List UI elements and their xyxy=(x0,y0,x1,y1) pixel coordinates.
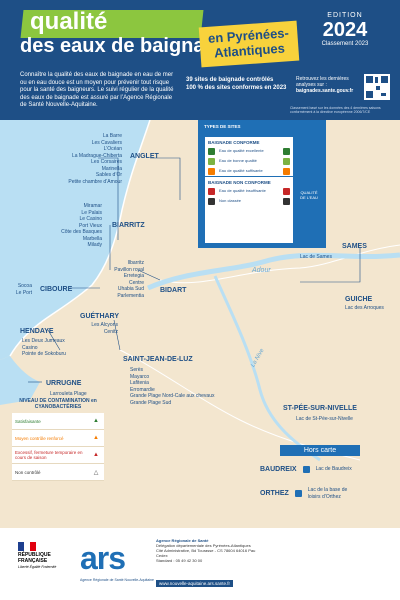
off-map-orthez: ORTHEZ Lac de la base de loisirs d’Orthe… xyxy=(260,487,348,500)
latest-analyses: Retrouvez les dernières analyses sur : b… xyxy=(296,76,362,94)
lake-icon xyxy=(302,466,310,473)
contamination-row: Moyen contrôle renforcé ▲ xyxy=(12,430,104,447)
lake-icon xyxy=(294,490,302,497)
road-line xyxy=(159,244,400,284)
stat-sites: 39 sites de baignade contrôlés xyxy=(186,77,274,83)
legend-conform-title: BAIGNADE CONFORME xyxy=(208,140,260,145)
legend-row-excellent: Eau de qualité excellente xyxy=(205,146,293,156)
triangle-red-icon: ▲ xyxy=(93,452,99,458)
city-guethary: GUÉTHARY xyxy=(80,313,120,320)
contamination-row: Excessif, fermeture temporaire en cours … xyxy=(12,447,104,464)
city-bidart: BIDART xyxy=(160,287,187,294)
adour-river xyxy=(147,252,400,291)
flag-icon xyxy=(18,542,36,551)
legend-row-sufficient: Eau de qualité suffisante xyxy=(205,166,293,176)
legend-panel: TYPES DE SITES BAIGNADE CONFORME Eau de … xyxy=(198,120,326,248)
footer: RÉPUBLIQUE FRANÇAISE Liberté Égalité Fra… xyxy=(0,528,400,600)
sea-area xyxy=(0,120,150,360)
ars-logo: ars xyxy=(80,540,126,576)
page-subtitle: des eaux de baignade xyxy=(20,35,228,57)
legend-row-insufficient: Eau de qualité insuffisante xyxy=(205,186,293,196)
beach-list-sjdl: Serès Mayarco Lafitenia Erromardie Grand… xyxy=(130,367,215,406)
river-adour-label: Adour xyxy=(252,267,271,274)
stats-block: 39 sites de baignade contrôlés 100 % des… xyxy=(186,76,291,92)
bay-area xyxy=(0,356,40,405)
leader-line xyxy=(47,329,61,351)
quality-axis-label: QUALITÉ DE L’EAU xyxy=(300,190,318,200)
sea-notclassified-icon xyxy=(208,197,215,205)
beach-list-ciboure: Socoa Le Port xyxy=(15,283,32,296)
off-map-panel: Hors carte BAUDREIX Lac de Baudreix ORTH… xyxy=(260,445,380,500)
beach-list-guiche: Lac des Arroques xyxy=(345,305,384,311)
off-map-baudreix: BAUDREIX Lac de Baudreix xyxy=(260,466,352,473)
contamination-row: Non contrôlé △ xyxy=(12,464,104,481)
legend-title: TYPES DE SITES xyxy=(204,124,241,129)
leader-line xyxy=(300,248,361,283)
beach-list-stpee: Lac de St-Pée-sur-Nivelle xyxy=(296,416,353,422)
leader-line xyxy=(150,157,181,200)
nive-river xyxy=(213,275,321,462)
city-biarritz: BIARRITZ xyxy=(112,222,145,229)
sea-good-icon xyxy=(208,157,215,165)
legend-row-not-classified: Non classée xyxy=(205,196,293,206)
edition-label: EDITION xyxy=(327,12,363,19)
contamination-row: Satisfaisante ▲ xyxy=(12,413,104,430)
info-band: Connaître la qualité des eaux de baignad… xyxy=(0,68,400,120)
fresh-excellent-icon xyxy=(283,147,290,155)
contamination-title: NIVEAU DE CONTAMINATION en CYANOBACTÉRIE… xyxy=(19,398,97,410)
city-anglet: ANGLET xyxy=(130,153,159,160)
city-sames: SAMES xyxy=(342,243,367,250)
off-map-title: Hors carte xyxy=(280,445,360,456)
city-ciboure: CIBOURE xyxy=(40,286,73,293)
beach-list-hendaye: Les Deux Jumeaux Casino Pointe de Sokobu… xyxy=(22,338,66,357)
legend-nonconform-title: BAIGNADE NON CONFORME xyxy=(205,176,293,186)
legend-row-good: Eau de bonne qualité xyxy=(205,156,293,166)
beach-list-urrugne: Larrouleta Plage xyxy=(50,391,87,397)
triangle-green-icon: ▲ xyxy=(93,418,99,424)
latest-url-link[interactable]: baignades.sante.gouv.fr xyxy=(296,88,354,94)
leader-line xyxy=(98,157,119,240)
beach-list-biarritz: Miramar Le Palais Le Casino Port Vieux C… xyxy=(61,203,102,248)
edition-year: 2024 xyxy=(322,19,368,41)
agency-info: Agence Régionale de Santé Délégation dép… xyxy=(156,538,256,563)
beach-list-sames: Lac de Sames xyxy=(300,254,332,260)
fine-print: Classement basé sur les données des 4 de… xyxy=(290,106,381,114)
stat-conform: 100 % des sites conformes en 2023 xyxy=(186,85,287,91)
motto-label: Liberté Égalité Fraternité xyxy=(18,565,57,569)
leader-line xyxy=(137,269,161,281)
fresh-notclassified-icon xyxy=(283,197,290,205)
classification-label: Classement 2023 xyxy=(321,41,369,47)
fresh-good-icon xyxy=(283,157,290,165)
triangle-orange-icon: ▲ xyxy=(93,435,99,441)
qr-code-icon[interactable] xyxy=(364,74,390,100)
region-tag: en Pyrénées-Atlantiques xyxy=(198,20,300,68)
page-title: qualité xyxy=(30,8,108,35)
beach-list-bidart: Ilbarritz Pavillon royal Erretegia Centr… xyxy=(114,260,144,299)
website-link[interactable]: www.nouvelle-aquitaine.ars.sante.fr xyxy=(156,580,234,587)
city-stpee: ST-PÉE-SUR-NIVELLE xyxy=(283,405,357,412)
legend-inner: BAIGNADE CONFORME Eau de qualité excelle… xyxy=(204,136,294,244)
sea-insufficient-icon xyxy=(208,187,215,195)
beach-list-guethary: Les Alcyons Cenitz xyxy=(91,322,118,335)
fresh-sufficient-icon xyxy=(283,167,290,175)
intro-text: Connaître la qualité des eaux de baignad… xyxy=(20,72,174,108)
fresh-insufficient-icon xyxy=(283,187,290,195)
latest-text: Retrouvez les dernières analyses sur : xyxy=(296,76,349,88)
triangle-outline-icon: △ xyxy=(93,469,99,476)
city-guiche: GUICHE xyxy=(345,296,373,303)
city-hendaye: HENDAYE xyxy=(20,328,54,335)
coastline xyxy=(9,120,151,357)
city-sjdl: SAINT-JEAN-DE-LUZ xyxy=(123,356,193,363)
header-banner: qualité des eaux de baignade en Pyrénées… xyxy=(0,0,400,68)
sea-excellent-icon xyxy=(208,147,215,155)
ars-subtitle: Agence Régionale de Santé Nouvelle-Aquit… xyxy=(80,578,154,582)
beach-list-anglet: La Barre Les Cavaliers L’Océan La Madrag… xyxy=(68,133,122,185)
leader-line xyxy=(113,319,121,351)
sea-sufficient-icon xyxy=(208,167,215,175)
contamination-table: NIVEAU DE CONTAMINATION en CYANOBACTÉRIE… xyxy=(12,398,104,508)
city-urrugne: URRUGNE xyxy=(46,380,82,387)
republic-label: RÉPUBLIQUE FRANÇAISE xyxy=(18,552,51,564)
edition-block: EDITION 2024 Classement 2023 xyxy=(310,12,380,47)
gov-logo: RÉPUBLIQUE FRANÇAISE Liberté Égalité Fra… xyxy=(18,542,62,569)
